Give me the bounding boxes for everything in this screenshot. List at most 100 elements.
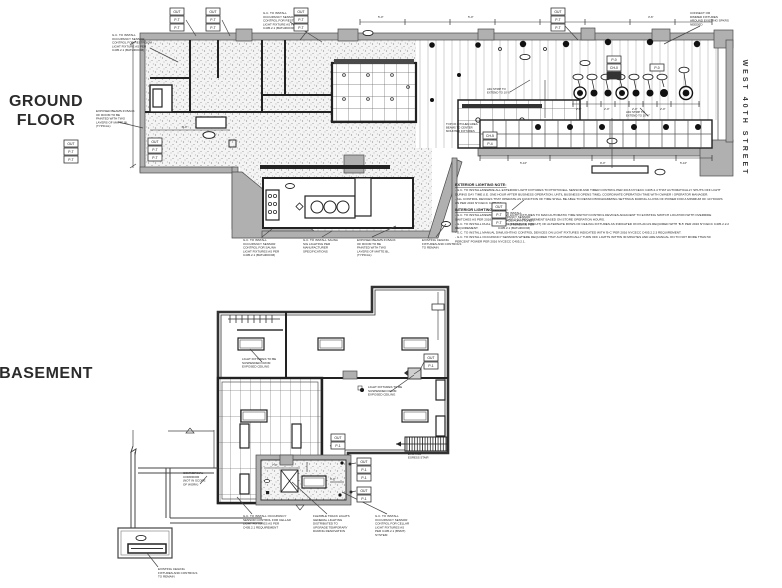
fixture-tag-label: P-T <box>174 18 179 22</box>
gf-stipple-top <box>332 40 416 63</box>
annotation-line: CONTROL FOR RESTROOM <box>263 19 303 23</box>
gf-left-wall <box>139 39 146 173</box>
fixture-tag-cell <box>356 465 372 474</box>
annotation-line: CONNECT OR <box>690 11 711 15</box>
annotation-line: CORRIDOR <box>183 475 200 479</box>
fixture-tag-label: P-1 <box>361 476 366 480</box>
annotation-line: SWITCHES AS PER 2016 NYCECC C405.2.2.2 R… <box>455 217 605 221</box>
annotation-line: - G.C. TO INSTALL MANUAL DIM/LIGHTING CO… <box>455 231 682 235</box>
fixture-tag-label: P-0 <box>611 58 616 62</box>
fixture-tag-cell <box>330 433 346 442</box>
interior-notes-body: - G.C. TO INSTALL/REWIRE ALL NEW LIGHT F… <box>455 213 729 243</box>
annotation-line: C405.2.1 (BATHROOM) <box>498 226 530 230</box>
gf-bottom-wall-left <box>139 166 235 174</box>
gf-grid-room-header <box>334 59 414 64</box>
fixture-tag-label: P-1 <box>428 364 433 368</box>
annotation-line: MOUNTED FIXTURES <box>446 129 475 133</box>
annotation-line: OCCUPANCY SENSOR <box>112 37 145 41</box>
annotation-line: LIGHT FIXTURES TO BE <box>242 357 276 361</box>
annotation-line: C405.2.1 (BATHROOM) <box>243 253 275 257</box>
interior-notes-header: INTERIOR LIGHTING NOTES: <box>455 208 508 212</box>
gf-fixture <box>152 88 163 108</box>
lighting-notes: EXTERIOR LIGHTING NOTE: - G.C. TO INSTAL… <box>455 183 729 243</box>
fixture-tag-label: P-T <box>298 18 303 22</box>
bsmt-dim-slider <box>431 303 445 311</box>
street-label: WEST 40TH STREET <box>741 60 748 177</box>
annotation-line: 8'-0" <box>182 125 188 129</box>
annotation-line: 7'-0" <box>272 463 278 467</box>
fixture-tag-label: OUT <box>209 10 216 14</box>
fixture-tag-label: CH-0 <box>610 66 618 70</box>
annotation-line: SIG LIGHTING PER <box>303 242 331 246</box>
annotation-line: (TYPICAL) <box>357 253 372 257</box>
fixture-tag-label: OUT <box>334 436 341 440</box>
annotation-line: FLEXIBLE TRACK LIGHTS <box>313 514 350 518</box>
annotation-line: C405.2.1 (BATHROOM) <box>263 26 295 30</box>
ground-floor-plan <box>117 19 734 239</box>
fixture-tag-label: OUT <box>297 10 304 14</box>
annotation-line: LIGHT FIXTURES TO BE <box>368 385 402 389</box>
fixture-tag-label: OUT <box>151 140 158 144</box>
fixture-tag-cell <box>482 131 498 140</box>
annotation-line: FIXTURES AND CONTROLS <box>422 242 461 246</box>
basement-label: BASEMENT <box>0 365 93 382</box>
annotation-line: LIGHT FIXTURE AS PER <box>112 44 147 48</box>
fixture-tag-cell <box>550 7 566 16</box>
annotation-line: SYSTEM <box>375 533 388 537</box>
gf-stipple-left <box>145 40 332 167</box>
annotation-line: EXPOSED CEILING <box>242 365 270 369</box>
fixture-tag-cell <box>606 55 622 64</box>
gf-bottom-wall-mid <box>261 230 433 239</box>
fixture-tag-label: P-4 <box>487 142 492 146</box>
annotation-line: MANUFACTURER <box>303 246 329 250</box>
bsmt-stipple-room <box>255 454 352 506</box>
annotation-line: 4'-0" <box>330 477 336 481</box>
bsmt-corridor <box>130 427 262 530</box>
fixture-tag-cell <box>293 7 309 16</box>
annotation-line: (NOT IN SCOPE <box>183 479 205 483</box>
annotation-line: EXPOSED BEAMS IN BACK <box>357 238 396 242</box>
ground-floor-label: GROUND FLOOR <box>9 93 83 129</box>
annotation-line: LAYERS OF MATTE BL. <box>96 120 129 124</box>
fixture-tag-cell <box>63 147 79 156</box>
annotation-line: CONTROL FOR RESTROOM <box>112 41 152 45</box>
fixture-tag-label: OUT <box>554 10 561 14</box>
fixture-tag-label: P-1 <box>361 468 366 472</box>
annotation-line: PAINTED WITH TWO <box>96 117 126 121</box>
annotation-line: G.C. TO INSTALL <box>375 514 399 518</box>
fixture-tag-label: P-T <box>210 26 215 30</box>
fixture-tag-label: CH-5 <box>486 134 494 138</box>
gf-pendant-row <box>572 66 700 107</box>
annotation-line: EXTEND TO 10'-0" <box>626 114 650 118</box>
annotation-line: - G.C. TO INSTALL OCCUPANCY SENSORS WHER… <box>455 235 711 239</box>
annotation-line: 5'-0" <box>378 15 384 19</box>
annotation-line: SUSPENDED FROM <box>242 361 271 365</box>
annotation-line: OCCUPANCY SENSOR <box>243 242 276 246</box>
annotation-line: DISTRIBUTED TO <box>313 522 339 526</box>
annotation-line: FIXTURES AND CONTROLS <box>158 571 197 575</box>
fixture-tag-cell <box>169 7 185 16</box>
annotation-line: 5'-0" <box>468 15 474 19</box>
fixture-tag-cell <box>205 7 221 16</box>
fixture-tag-cell <box>169 23 185 32</box>
fixture-tag-label: P-T <box>68 150 73 154</box>
gf-pilaster <box>235 28 253 42</box>
fixture-tag-cell <box>205 15 221 24</box>
exterior-notes-body: - G.C. TO INSTALL/REWIRE ALL EXTERIOR LI… <box>455 188 723 205</box>
fixture-tag-label: OUT <box>495 205 502 209</box>
gf-partitions <box>145 40 332 113</box>
fixture-tag-label: P-1 <box>361 497 366 501</box>
fixture-tag-cell <box>606 71 622 80</box>
annotation-line: - G.C. TO INSTALL DUAL SWITCHING (SEPARA… <box>455 222 729 226</box>
fixture-tag-cell <box>649 63 665 72</box>
annotation-line: - G.C. TO INSTALL/REWIRE ALL EXTERIOR LI… <box>455 188 721 192</box>
annotation-line: PERCENT POWER PER 2016 NYCECC C405.2.1. <box>455 239 526 243</box>
fixture-tag-cell <box>147 145 163 154</box>
fixture-tag-cell <box>205 23 221 32</box>
annotation-line: OCCUPANCY SENSOR <box>375 518 408 522</box>
bsmt-linear-fixture <box>239 423 250 449</box>
fixture-tag-label: OUT <box>360 460 367 464</box>
fixture-tag-cell <box>606 63 622 72</box>
